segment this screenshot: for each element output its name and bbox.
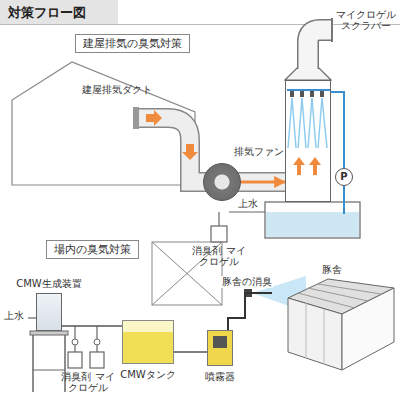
section-header: 場内の臭気対策 [46,240,139,259]
connector-line [331,92,344,168]
node-text: CMW生成装置 [16,278,82,290]
pump-symbol: P [335,168,353,186]
barn-drawing [272,262,396,378]
part-label: 建屋排気ダクト [82,84,152,96]
node-text: 場内の臭気対策 [54,243,131,256]
connector-line [62,325,122,327]
sprayer: 噴霧器 [207,330,233,366]
node-text: P [340,172,347,182]
node-text: マイクロゲル スクラバー [336,9,396,32]
node-text: CMWタンク [120,369,176,381]
pig-barn: 豚舎 [272,262,396,378]
part-label: 消臭剤 マイクロゲル [188,245,250,268]
node-text: 建屋排気の臭気対策 [83,37,182,50]
node-text: 排気ファン [234,146,284,158]
cmw-generator: CMW生成装置 [36,293,62,331]
edge-label: 豚舎の消臭 [221,276,273,288]
part-label: 上水 [4,310,24,322]
node-text: 噴霧器 [205,371,235,383]
exhaust-fan: 排気ファン [203,163,241,201]
connector-line [241,181,285,184]
cmw-tank: CMWタンク [122,320,174,364]
connector-line [228,293,272,330]
diagram-title: 対策フロー図 [8,4,86,22]
part-label: 消臭剤 マイクロゲル [57,371,119,394]
connector-line [174,351,207,353]
scrubber-tower: マイクロゲル スクラバー [285,80,331,202]
section-header: 建屋排気の臭気対策 [75,34,190,53]
part-label: 上水 [238,198,258,210]
node-text: 豚舎 [322,264,342,276]
